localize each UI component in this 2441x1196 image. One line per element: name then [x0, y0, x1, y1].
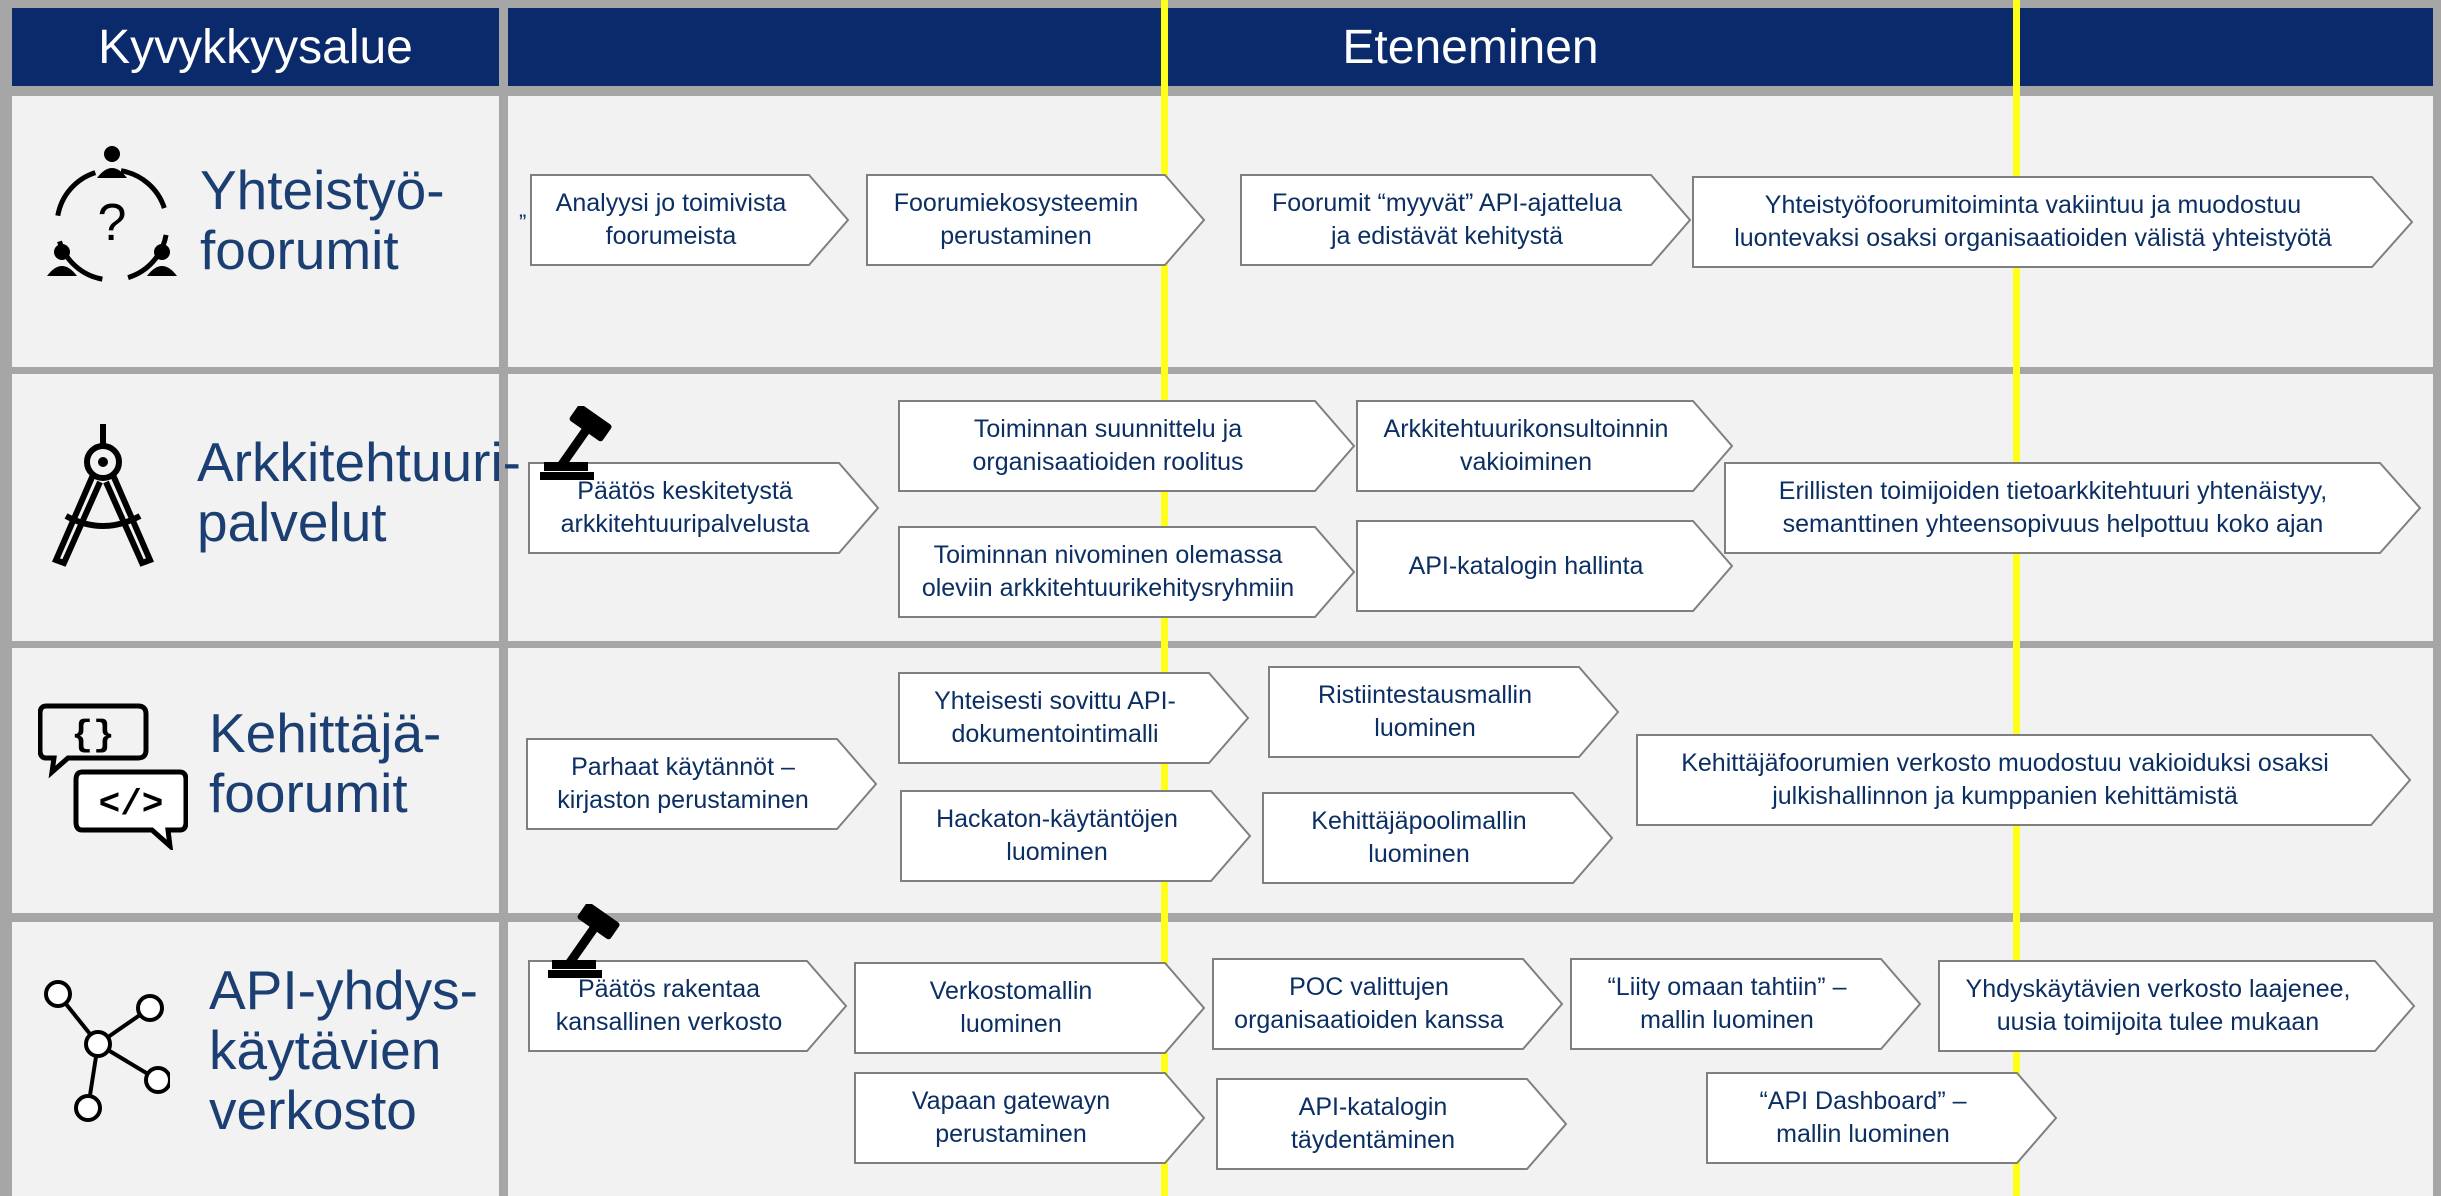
forum-people-question-icon: ?: [40, 140, 185, 290]
box-label: API-katalogin täydentäminen: [1290, 1093, 1455, 1154]
box-label: Kehittäjäpoolimallin luominen: [1311, 807, 1527, 868]
svg-text:</>: </>: [99, 784, 164, 825]
box-label: Toiminnan suunnittelu ja organisaatioide…: [972, 415, 1244, 476]
box-label: Yhteistyöfoorumitoiminta vakiintuu ja mu…: [1734, 191, 2332, 252]
box-label: Yhteisesti sovittu API- dokumentointimal…: [934, 687, 1176, 748]
box-label: Erillisten toimijoiden tietoarkkitehtuur…: [1778, 477, 2328, 538]
box-label: “API Dashboard” – mallin luominen: [1759, 1087, 1967, 1148]
box-label: Toiminnan nivominen olemassa oleviin ark…: [921, 541, 1295, 602]
box-label: Arkkitehtuurikonsultoinnin vakioiminen: [1383, 415, 1669, 476]
compass-drafting-icon: [48, 420, 158, 570]
box-label: POC valittujen organisaatioiden kanssa: [1234, 973, 1504, 1034]
box-label: Parhaat käytännöt – kirjaston perustamin…: [557, 753, 809, 814]
svg-text:?: ?: [98, 194, 127, 252]
header-left: Kyvykkyysalue: [12, 8, 499, 86]
row-3-caption: Kehittäjä- foorumit: [209, 702, 442, 824]
header-left-title: Kyvykkyysalue: [98, 20, 413, 74]
row-4-label-cell: [12, 922, 499, 1196]
row-1-label-cell: [12, 96, 499, 367]
header-right: Eteneminen: [508, 8, 2433, 86]
box-label: Päätös rakentaa kansallinen verkosto: [555, 975, 783, 1036]
box-label: Kehittäjäfoorumien verkosto muodostuu va…: [1681, 749, 2329, 810]
row-1-caption: Yhteistyö- foorumit: [200, 159, 445, 281]
svg-text:{}: {}: [71, 715, 114, 756]
box-label: Yhdyskäytävien verkosto laajenee, uusia …: [1965, 975, 2351, 1036]
box-label: Ristiintestausmallin luominen: [1318, 681, 1532, 742]
box-label: API-katalogin hallinta: [1408, 551, 1644, 580]
box-label: Päätös keskitetystä arkkitehtuuripalvelu…: [560, 477, 810, 538]
box-label: Foorumiekosysteemin perustaminen: [893, 189, 1139, 250]
row-2-label-cell: [12, 374, 499, 641]
stray-quote-mark: ”: [519, 210, 527, 235]
row-4-caption: API-yhdys- käytävien verkosto: [209, 959, 478, 1141]
header-right-title: Eteneminen: [1342, 20, 1599, 74]
network-nodes-icon: [40, 978, 170, 1128]
gavel-icon: [540, 406, 630, 484]
box-label: Verkostomallin luominen: [929, 977, 1093, 1038]
box-label: “Liity omaan tahtiin” – mallin luominen: [1607, 973, 1847, 1034]
code-chat-bubbles-icon: {} </>: [38, 700, 188, 850]
box-label: Foorumit “myyvät” API-ajattelua ja edist…: [1271, 189, 1623, 250]
milestone-line-2: [2013, 0, 2020, 1196]
row-2-caption: Arkkitehtuuri- palvelut: [197, 431, 521, 553]
box-label: Vapaan gatewayn perustaminen: [911, 1087, 1111, 1148]
box-label: Analyysi jo toimivista foorumeista: [555, 189, 787, 250]
box-label: Hackaton-käytäntöjen luominen: [936, 805, 1178, 866]
gavel-icon: [548, 904, 638, 982]
